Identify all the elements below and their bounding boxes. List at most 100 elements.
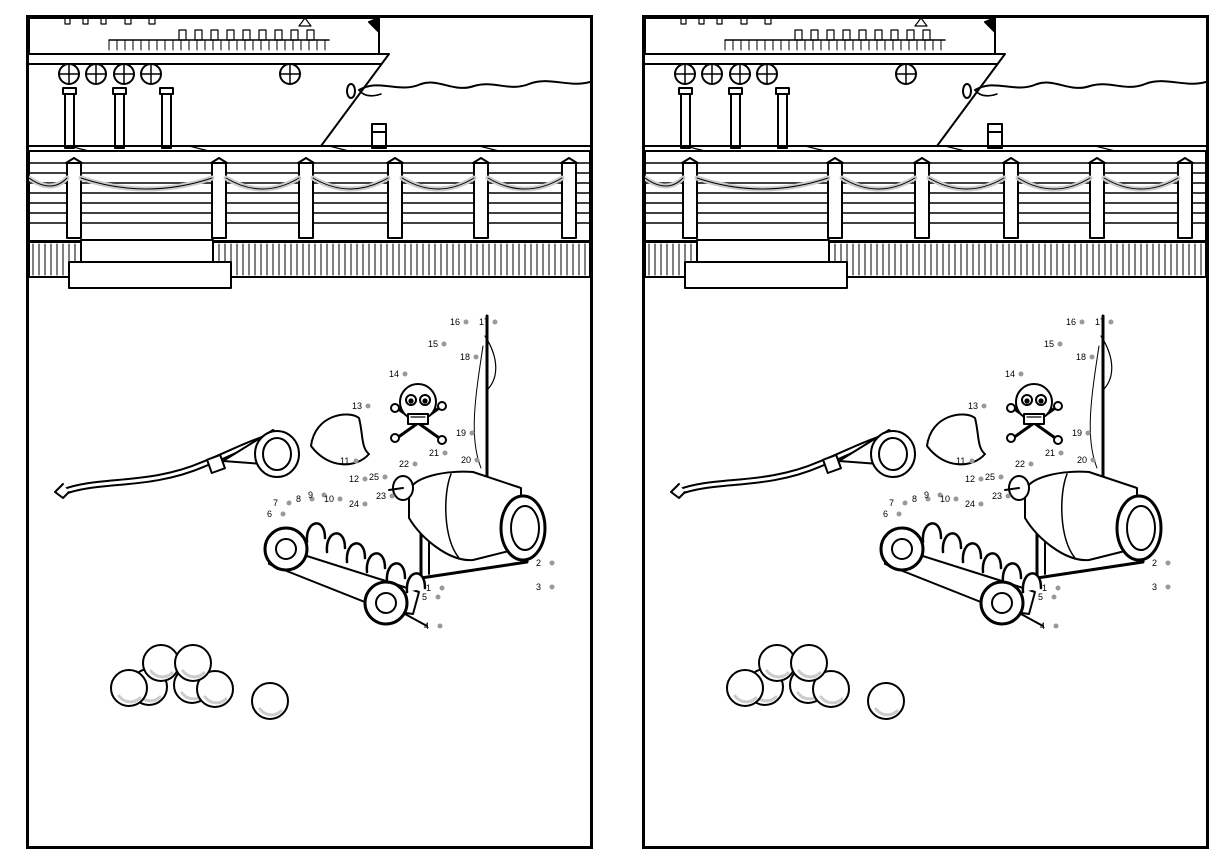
carriage-step-6 — [405, 572, 427, 594]
dot-22 — [412, 461, 418, 467]
dot-19 — [1085, 430, 1091, 436]
carriage-step-6 — [1021, 572, 1043, 594]
dot-2 — [1165, 560, 1171, 566]
skull-crossbones — [1006, 383, 1063, 445]
dot-number: 7 — [889, 498, 894, 508]
dot-number: 6 — [267, 509, 272, 519]
dot-18 — [473, 354, 479, 360]
dot-23 — [1005, 493, 1011, 499]
dot-number: 17 — [1095, 317, 1105, 327]
dot-number: 10 — [940, 494, 950, 504]
dock-step-top — [696, 239, 830, 263]
hook-rope — [670, 429, 916, 499]
dot-number: 20 — [1077, 455, 1087, 465]
dock-step-bottom — [68, 261, 232, 289]
dot-16 — [1079, 319, 1085, 325]
dock — [645, 145, 1206, 289]
dot-12 — [978, 476, 984, 482]
dot-8 — [925, 496, 931, 502]
ship-hull — [645, 53, 1006, 147]
dot-22 — [1028, 461, 1034, 467]
mast-line — [1100, 335, 1113, 391]
rope-end — [54, 483, 70, 499]
dot-number: 10 — [324, 494, 334, 504]
dot-number: 2 — [536, 558, 541, 568]
carriage-step-5 — [385, 562, 407, 584]
dock-step-top — [80, 239, 214, 263]
skull-eye-right — [419, 394, 431, 406]
dot-number: 25 — [985, 472, 995, 482]
dot-6 — [896, 511, 902, 517]
dot-number: 12 — [965, 474, 975, 484]
dock-post-2 — [211, 162, 227, 239]
dot-18 — [1089, 354, 1095, 360]
dot-number: 12 — [349, 474, 359, 484]
ship-flag — [984, 18, 996, 33]
dot-5 — [1051, 594, 1057, 600]
cannon — [879, 470, 1163, 627]
dot-13 — [365, 403, 371, 409]
dot-number: 4 — [1040, 621, 1045, 631]
dot-number: 6 — [883, 509, 888, 519]
dot-3 — [549, 584, 555, 590]
carriage-step-4 — [365, 552, 387, 574]
anchor-hole — [346, 83, 356, 99]
dot-number: 24 — [965, 499, 975, 509]
dot-number: 23 — [376, 491, 386, 501]
dot-20 — [1090, 457, 1096, 463]
dot-number: 11 — [340, 456, 349, 466]
dot-number: 3 — [1152, 582, 1157, 592]
dot-number: 5 — [422, 592, 427, 602]
dot-10 — [337, 496, 343, 502]
dot-number: 8 — [296, 494, 301, 504]
dot-number: 16 — [450, 317, 460, 327]
dot-21 — [442, 450, 448, 456]
dot-number: 25 — [369, 472, 379, 482]
skull-eye-left — [1021, 394, 1033, 406]
dot-number: 22 — [1015, 459, 1025, 469]
dot-number: 21 — [1045, 448, 1055, 458]
dot-24 — [978, 501, 984, 507]
dot-13 — [981, 403, 987, 409]
dock-post-2 — [827, 162, 843, 239]
dot-11 — [353, 458, 359, 464]
ship-bell — [914, 18, 928, 27]
dot-15 — [1057, 341, 1063, 347]
dot-9 — [937, 492, 943, 498]
ship — [29, 18, 590, 149]
ship-post-2 — [114, 91, 125, 149]
dot-4 — [1053, 623, 1059, 629]
dock-post-4 — [1003, 162, 1019, 239]
dot-number: 2 — [1152, 558, 1157, 568]
dot-number: 14 — [389, 369, 399, 379]
cannonball-pile — [726, 644, 905, 720]
dot-1 — [439, 585, 445, 591]
dot-number: 14 — [1005, 369, 1015, 379]
dot-5 — [435, 594, 441, 600]
bollard — [371, 123, 387, 149]
dock-post-5 — [1089, 162, 1105, 239]
dot-4 — [437, 623, 443, 629]
dot-number: 24 — [349, 499, 359, 509]
dock-post-5 — [473, 162, 489, 239]
dot-number: 19 — [1072, 428, 1082, 438]
ship-post-2 — [730, 91, 741, 149]
dot-14 — [402, 371, 408, 377]
dot-12 — [362, 476, 368, 482]
dot-number: 5 — [1038, 592, 1043, 602]
ship-hull — [29, 53, 390, 147]
dot-17 — [1108, 319, 1114, 325]
water-wave — [358, 80, 590, 91]
dot-25 — [998, 474, 1004, 480]
dock-post-6 — [561, 162, 577, 239]
ship-post-3 — [777, 91, 788, 149]
dock-post-1 — [66, 162, 82, 239]
dock-post-4 — [387, 162, 403, 239]
skull-eye-left — [405, 394, 417, 406]
dot-16 — [463, 319, 469, 325]
bollard — [987, 123, 1003, 149]
